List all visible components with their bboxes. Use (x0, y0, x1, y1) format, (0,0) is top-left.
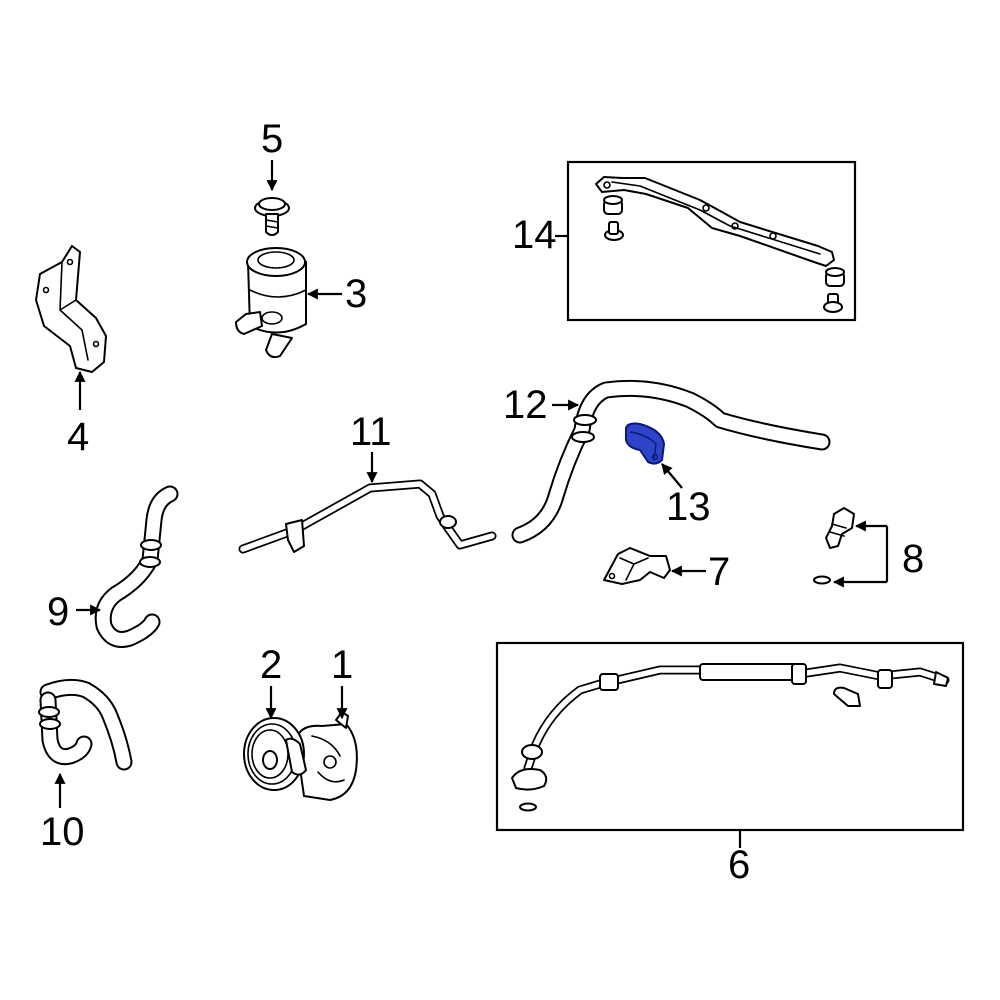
callout-13: 13 (666, 485, 711, 529)
part-4-hole (66, 258, 74, 266)
part-10-clamp (38, 706, 60, 718)
part-13-clamp (625, 422, 665, 465)
part-12-group: 12 (503, 379, 831, 544)
part-7-bracket (603, 547, 671, 585)
part-8-group: 8 (813, 507, 924, 588)
part-3-port (261, 311, 283, 325)
part-9-hose-inner (96, 487, 177, 646)
part-6-end-fitting (933, 671, 949, 687)
part-12-clamp (571, 431, 595, 443)
part-10-hose-inner (41, 680, 131, 769)
part-3-cap-ring (257, 251, 295, 269)
part-3-group: 3 (235, 247, 367, 359)
part-11-clamp (285, 519, 305, 553)
part-3-band (249, 289, 307, 298)
callout-1: 1 (331, 643, 353, 687)
part-6-o-ring (519, 802, 537, 812)
part-6-sleeve (699, 663, 797, 681)
part-13-detail (629, 431, 657, 459)
part-7-hole (608, 572, 616, 580)
part-8-o-ring (813, 575, 831, 585)
part-6-fitting (521, 744, 543, 760)
callout-10: 10 (40, 810, 85, 854)
part-14-hole (769, 232, 777, 240)
part-9-group: 9 (47, 485, 179, 648)
part-6-sleeve (599, 673, 619, 691)
part-14-bushing-top (825, 267, 845, 277)
callout-8: 8 (902, 537, 924, 581)
part-4-detail (59, 261, 89, 361)
callout-4: 4 (67, 415, 89, 459)
part-1-2-group: 2 1 (243, 643, 358, 801)
part-3-outlet-2 (265, 333, 293, 359)
callout-9: 9 (47, 590, 69, 634)
callout-3: 3 (345, 272, 367, 316)
part-12-clamp (573, 414, 597, 426)
callout-12: 12 (503, 383, 548, 427)
part-6-cap (833, 686, 861, 707)
part-14-bushing-top (603, 195, 623, 205)
part-4-hole (42, 286, 50, 294)
part-7-group: 7 (603, 547, 730, 594)
part-14-crossmember (595, 176, 835, 267)
part-10-hose-branch-inner (41, 693, 91, 764)
part-12-hose-inner (513, 381, 829, 542)
part-14-hole (702, 204, 710, 212)
part-6-hose-inner (525, 665, 948, 771)
part-14-frame (566, 160, 857, 322)
part-1-pump-detail (311, 735, 345, 783)
part-14-detail (611, 181, 821, 255)
part-9-clamp (140, 539, 162, 551)
callout-14: 14 (512, 213, 557, 257)
part-1-bolt (323, 755, 337, 769)
part-7-detail (619, 557, 649, 581)
part-5-group: 5 (254, 117, 290, 236)
part-11-group: 11 (238, 410, 497, 554)
callout-2: 2 (260, 643, 282, 687)
part-5-thread (265, 219, 279, 229)
part-4-hole (92, 340, 100, 348)
part-5-bolt-top (258, 197, 286, 211)
part-14-hole (731, 222, 739, 230)
part-14-bolt-stem (608, 221, 619, 235)
part-11-fitting (439, 515, 457, 529)
part-14-bolt (823, 301, 843, 313)
part-13-group: 13 (625, 422, 711, 529)
part-4-bracket (35, 245, 107, 373)
part-14-hole (603, 181, 611, 189)
part-6-sleeve (791, 663, 807, 685)
part-5-bolt-shank (265, 213, 279, 236)
callout-11: 11 (350, 410, 392, 454)
part-3-outlet (235, 311, 263, 335)
part-4-group: 4 (35, 245, 107, 459)
part-2-hub (262, 750, 278, 770)
part-6-frame (495, 641, 965, 832)
part-11-tube-inner (240, 481, 495, 552)
part-8-thread (829, 523, 847, 537)
callout-5: 5 (261, 117, 283, 161)
part-13-hole (651, 453, 659, 461)
part-10-clamp (39, 718, 61, 730)
callout-6: 6 (728, 843, 750, 887)
part-6-sleeve (877, 669, 893, 689)
part-6-group: 6 (495, 641, 965, 887)
leader-13 (661, 463, 683, 489)
part-9-clamp (139, 556, 161, 568)
part-8-sensor (825, 507, 855, 549)
part-14-group: 14 (512, 160, 857, 322)
part-6-flange (511, 768, 548, 791)
callout-7: 7 (708, 550, 730, 594)
part-10-group: 10 (38, 678, 133, 854)
part-1-fitting (285, 737, 307, 776)
